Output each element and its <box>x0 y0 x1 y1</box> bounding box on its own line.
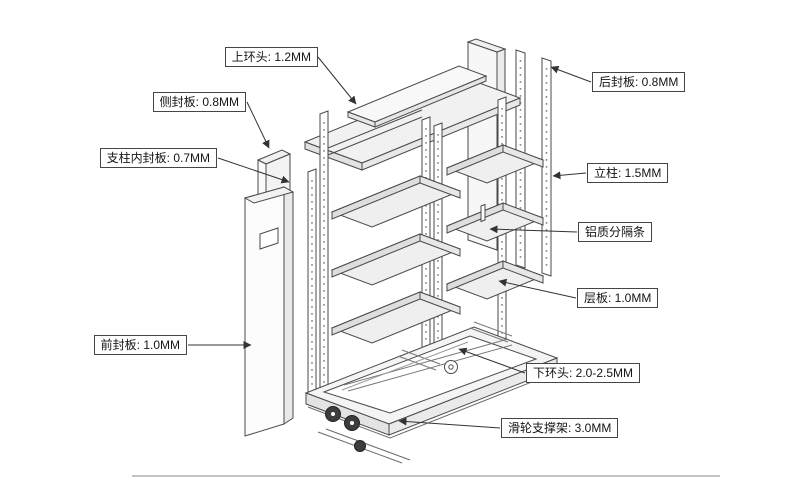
label-upright-column-text: 立柱: 1.5MM <box>594 166 662 180</box>
front-seal-panel-shape <box>243 186 295 437</box>
label-bottom-ring: 下环头: 2.0-2.5MM <box>526 363 641 383</box>
label-side-seal-panel-text: 侧封板: 0.8MM <box>159 95 239 109</box>
wheels <box>325 360 458 452</box>
label-roller-support-text: 滑轮支撑架: 3.0MM <box>508 421 612 435</box>
label-rear-seal-panel: 后封板: 0.8MM <box>592 72 686 92</box>
top-cover-small <box>346 65 488 128</box>
base-frame <box>304 321 559 464</box>
left-columns <box>307 110 329 398</box>
label-top-ring-text: 上环头: 1.2MM <box>231 50 311 64</box>
label-aluminum-divider: 铝质分隔条 <box>578 222 653 242</box>
aluminum-divider-strip <box>480 203 486 223</box>
label-rear-seal-panel-text: 后封板: 0.8MM <box>599 75 679 89</box>
label-shelf-board: 层板: 1.0MM <box>577 288 659 308</box>
label-roller-support: 滑轮支撑架: 3.0MM <box>501 418 619 438</box>
label-pillar-inner-panel: 支柱内封板: 0.7MM <box>99 148 217 168</box>
label-upright-column: 立柱: 1.5MM <box>587 163 669 183</box>
leader-lines <box>188 56 592 429</box>
left-bay-shelves <box>327 109 462 344</box>
label-top-ring: 上环头: 1.2MM <box>224 47 318 67</box>
label-aluminum-divider-text: 铝质分隔条 <box>585 225 646 239</box>
label-front-seal-panel-text: 前封板: 1.0MM <box>100 338 180 352</box>
right-bay-shelves <box>445 144 545 300</box>
label-front-seal-panel: 前封板: 1.0MM <box>93 335 187 355</box>
label-side-seal-panel: 侧封板: 0.8MM <box>152 92 246 112</box>
label-bottom-ring-text: 下环头: 2.0-2.5MM <box>533 366 634 380</box>
label-pillar-inner-panel-text: 支柱内封板: 0.7MM <box>106 151 210 165</box>
label-shelf-board-text: 层板: 1.0MM <box>584 291 652 305</box>
